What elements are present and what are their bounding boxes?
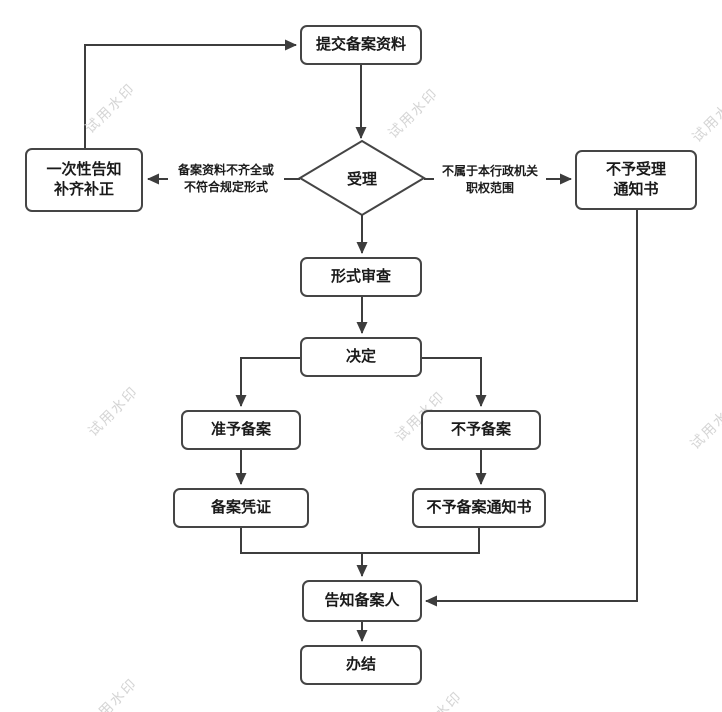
- node-inform-filer: 告知备案人: [302, 580, 422, 622]
- node-label: 形式审查: [330, 267, 391, 285]
- node-approve-filing: 准予备案: [181, 410, 301, 450]
- node-label: 备案凭证: [210, 498, 271, 516]
- edge-decision-to-approve: [235, 357, 300, 407]
- node-label: 不予受理: [605, 160, 666, 178]
- node-label: 补齐补正: [53, 181, 114, 198]
- edge-label-incomplete-materials: 备案资料不齐全或 不符合规定形式: [168, 162, 284, 197]
- node-accept-diamond: 受理: [300, 141, 424, 215]
- node-label: 决定: [345, 347, 376, 365]
- edge-certificate-to-inform: [240, 528, 368, 577]
- edge-label-line: 职权范围: [465, 181, 514, 196]
- node-filing-certificate: 备案凭证: [173, 488, 309, 528]
- node-label: 不予备案通知书: [426, 498, 532, 516]
- node-complete: 办结: [300, 645, 422, 685]
- edge-notice-correct-to-submit: [84, 39, 297, 148]
- node-submit-materials: 提交备案资料: [300, 25, 422, 65]
- node-label: 准予备案: [210, 420, 271, 438]
- edge-label-line: 不属于本行政机关: [441, 164, 538, 178]
- node-label: 提交备案资料: [315, 35, 406, 53]
- node-disapprove-filing: 不予备案: [421, 410, 541, 450]
- edge-reject-accept-to-inform: [425, 210, 638, 607]
- edge-reject-notice-merge: [362, 528, 480, 554]
- node-label: 通知书: [613, 181, 659, 198]
- node-reject-acceptance-notice: 不予受理 通知书: [575, 150, 697, 210]
- node-disapprove-notice: 不予备案通知书: [412, 488, 546, 528]
- edge-label-line: 不符合规定形式: [183, 180, 268, 195]
- node-label: 一次性告知: [46, 160, 122, 178]
- node-decision: 决定: [300, 337, 422, 377]
- node-one-time-notice: 一次性告知 补齐补正: [25, 148, 143, 212]
- edge-decision-to-disapprove: [422, 357, 487, 407]
- node-label: 告知备案人: [324, 591, 400, 609]
- node-formal-review: 形式审查: [300, 257, 422, 297]
- node-label: 办结: [345, 655, 376, 673]
- edge-label-line: 备案资料不齐全或: [177, 163, 274, 177]
- node-label: 受理: [346, 170, 377, 188]
- node-label: 不予备案: [450, 420, 511, 438]
- edge-label-out-of-scope: 不属于本行政机关 职权范围: [434, 163, 546, 198]
